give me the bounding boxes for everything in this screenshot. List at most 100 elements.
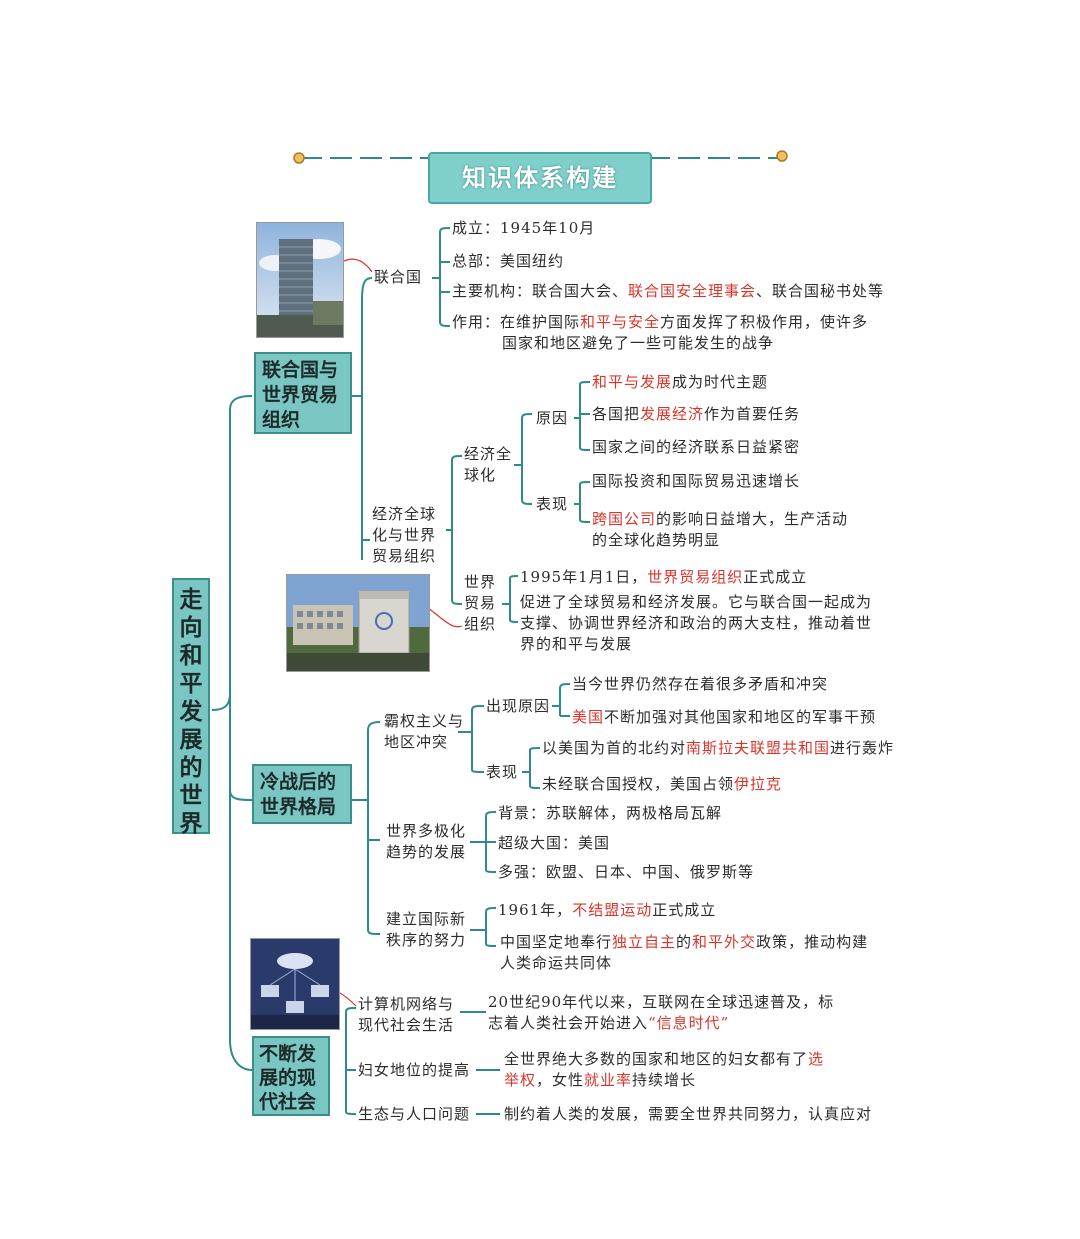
- multipolar-line1: 世界多极化: [386, 822, 467, 840]
- text: 方面发挥了积极作用，使许多: [660, 313, 869, 331]
- highlight: 南斯拉夫联盟共和国: [686, 739, 831, 757]
- multipolar-2: 超级大国：美国: [498, 834, 611, 852]
- wto-building-photo: [286, 574, 430, 672]
- root-node: 走 向 和 平 发 展 的 世 界: [172, 578, 210, 837]
- new-order-2-line2: 人类命运共同体: [500, 954, 613, 972]
- network-text-1: 20世纪90年代以来，互联网在全球迅速普及，标: [488, 993, 835, 1011]
- highlight: 和平外交: [692, 933, 757, 951]
- highlight: 不结盟运动: [572, 901, 653, 919]
- computer-network-photo: [250, 938, 340, 1030]
- show-2: 跨国公司的影响日益增大，生产活动: [592, 509, 848, 530]
- text: 进行轰炸: [830, 739, 895, 757]
- show-2-line2: 的全球化趋势明显: [592, 531, 721, 549]
- text: 持续增长: [632, 1071, 697, 1089]
- text: 政策，推动构建: [756, 933, 869, 951]
- multipolar-3: 多强：欧盟、日本、中国、俄罗斯等: [498, 863, 755, 881]
- branch-line: 不断发: [259, 1043, 317, 1065]
- highlight: 举权: [504, 1071, 537, 1089]
- highlight: 美国: [572, 708, 605, 726]
- root-char: 和: [179, 643, 203, 669]
- text: 作用：在维护国际: [452, 313, 581, 331]
- branch-line: 组织: [262, 409, 301, 431]
- text: 各国把: [592, 405, 641, 423]
- wto-role-line3: 界的和平与发展: [520, 635, 633, 653]
- text: 不断加强对其他国家和地区的军事干预: [604, 708, 877, 726]
- network-line1: 计算机网络与: [358, 995, 455, 1013]
- globalization-group-line1: 经济全球: [372, 505, 437, 523]
- branch-line: 代社会: [259, 1091, 317, 1113]
- wto-label-line3: 组织: [464, 615, 497, 633]
- women-text-1: 全世界绝大多数的国家和地区的妇女都有了选: [504, 1049, 824, 1070]
- text: 1995年1月1日，: [520, 568, 648, 586]
- branch-line: 冷战后的: [260, 771, 337, 793]
- cause-label: 原因: [536, 409, 569, 427]
- root-char: 向: [179, 615, 203, 641]
- text: 正式成立: [743, 568, 808, 586]
- show-label: 表现: [536, 495, 569, 513]
- text: 志着人类社会开始进入: [488, 1014, 649, 1032]
- branch-modern-society: 不断发 展的现 代社会: [252, 1036, 330, 1116]
- text: 1961年，: [498, 901, 573, 919]
- network-text-2: 志着人类社会开始进入“信息时代”: [488, 1013, 729, 1034]
- wto-founded: 1995年1月1日，世界贸易组织正式成立: [520, 567, 807, 588]
- un-headquarters-photo: [256, 222, 344, 338]
- highlight: 世界贸易组织: [647, 568, 744, 586]
- eco-label: 生态与人口问题: [358, 1105, 471, 1123]
- root-char: 展: [179, 727, 203, 753]
- globalization-group-line2: 化与世界: [372, 526, 437, 544]
- text: 、联合国秘书处等: [756, 282, 885, 300]
- branch-line: 展的现: [259, 1067, 317, 1089]
- new-order-line2: 秩序的努力: [386, 931, 467, 949]
- highlight: 和平与发展: [592, 373, 673, 391]
- wto-role-line1: 促进了全球贸易和经济发展。它与联合国一起成为: [520, 593, 873, 611]
- eco-text: 制约着人类的发展，需要全世界共同努力，认真应对: [504, 1105, 873, 1123]
- highlight: 伊拉克: [734, 775, 783, 793]
- text: 成为时代主题: [672, 373, 769, 391]
- branch-line: 世界贸易: [262, 384, 339, 406]
- coldwar-cause-1: 当今世界仍然存在着很多矛盾和冲突: [572, 675, 829, 693]
- highlight: 选: [808, 1050, 825, 1068]
- text: 的影响日益增大，生产活动: [656, 510, 849, 528]
- root-char: 走: [179, 587, 203, 613]
- new-order-line1: 建立国际新: [386, 910, 467, 928]
- text: 中国坚定地奉行: [500, 933, 613, 951]
- root-char: 平: [179, 671, 203, 697]
- coldwar-show-2: 未经联合国授权，美国占领伊拉克: [542, 774, 782, 795]
- text: 作为首要任务: [704, 405, 801, 423]
- text: ，女性: [536, 1071, 585, 1089]
- new-order-1: 1961年，不结盟运动正式成立: [498, 900, 716, 921]
- highlight: 独立自主: [612, 933, 677, 951]
- multipolar-line2: 趋势的发展: [386, 843, 467, 861]
- diagram-title: 知识体系构建: [428, 152, 652, 204]
- econ-globalization-line1: 经济全: [464, 445, 513, 463]
- branch-un-wto: 联合国与 世界贸易 组织: [254, 352, 352, 434]
- wto-label-line2: 贸易: [464, 594, 497, 612]
- root-char: 世: [179, 783, 203, 809]
- new-order-2: 中国坚定地奉行独立自主的和平外交政策，推动构建: [500, 932, 868, 953]
- text: 正式成立: [652, 901, 717, 919]
- econ-globalization-line2: 球化: [464, 466, 497, 484]
- text: 的: [676, 933, 693, 951]
- hegemony-line1: 霸权主义与: [384, 712, 465, 730]
- highlight: 和平与安全: [580, 313, 661, 331]
- un-label: 联合国: [374, 268, 423, 286]
- un-founded: 成立：1945年10月: [452, 219, 596, 237]
- root-char: 发: [179, 699, 203, 725]
- show-1: 国际投资和国际贸易迅速增长: [592, 472, 801, 490]
- text: 主要机构：联合国大会、: [452, 282, 629, 300]
- highlight: 跨国公司: [592, 510, 657, 528]
- root-char: 界: [179, 811, 203, 837]
- un-role-line2: 国家和地区避免了一些可能发生的战争: [502, 334, 775, 352]
- text: 全世界绝大多数的国家和地区的妇女都有了: [504, 1050, 809, 1068]
- wto-label-line1: 世界: [464, 573, 497, 591]
- cause-2: 各国把发展经济作为首要任务: [592, 404, 800, 425]
- hegemony-line2: 地区冲突: [384, 733, 449, 751]
- coldwar-cause-2: 美国不断加强对其他国家和地区的军事干预: [572, 707, 876, 728]
- highlight: 联合国安全理事会: [628, 282, 757, 300]
- branch-line: 联合国与: [262, 359, 339, 381]
- un-role: 作用：在维护国际和平与安全方面发挥了积极作用，使许多: [452, 312, 868, 333]
- globalization-group-line3: 贸易组织: [372, 547, 437, 565]
- cause-3: 国家之间的经济联系日益紧密: [592, 438, 801, 456]
- coldwar-show-label: 表现: [486, 763, 519, 781]
